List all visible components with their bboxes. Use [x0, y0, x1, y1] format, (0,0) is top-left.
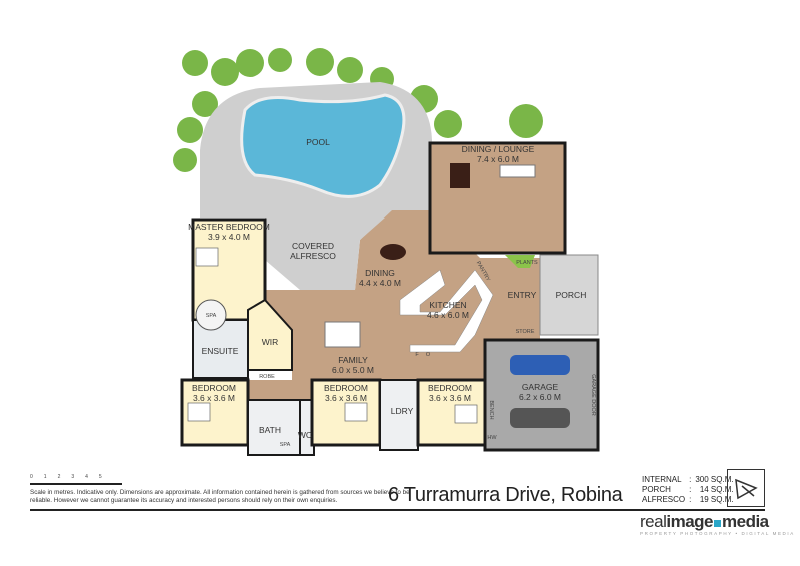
room-name: BATH	[259, 425, 281, 435]
pool	[240, 93, 406, 198]
room-name: KITCHEN	[429, 300, 466, 310]
room-dims: 3.6 x 3.6 M	[429, 393, 471, 403]
tree-icon	[173, 148, 197, 172]
plants	[505, 255, 535, 268]
scale-tick: 1	[43, 474, 47, 480]
room-name: DINING	[365, 268, 395, 278]
area-summary: INTERNAL:300 SQ.M. PORCH:14 SQ.M. ALFRES…	[642, 475, 734, 504]
car-icon	[510, 355, 570, 375]
ensuite	[192, 319, 249, 379]
disclaimer: Scale in metres. Indicative only. Dimens…	[30, 489, 410, 504]
room-name: PORCH	[556, 290, 587, 300]
area-value: 300 SQ.M.	[695, 475, 734, 484]
scale-bar: 0 1 2 3 4 5	[30, 474, 122, 485]
room-name: BEDROOM	[324, 383, 368, 393]
alfresco	[265, 218, 385, 290]
divider	[30, 509, 765, 511]
dining-table-icon	[380, 244, 406, 260]
pool-label: POOL	[306, 137, 330, 147]
area-label: ALFRESCO	[642, 495, 686, 504]
room-name: ENTRY	[508, 290, 537, 300]
brand-logo-icon	[727, 469, 765, 507]
bed-icon	[454, 404, 478, 424]
room-dims: 6.0 x 5.0 M	[332, 365, 374, 375]
sofa-icon	[499, 164, 536, 178]
room-name: COVERED	[292, 241, 334, 251]
room-dims: 4.4 x 4.0 M	[359, 278, 401, 288]
brand-part: media	[722, 512, 769, 531]
room-name: ALFRESCO	[290, 251, 336, 261]
room-dims: 6.2 x 6.0 M	[519, 392, 561, 402]
property-address: 6 Turramurra Drive, Robina	[388, 484, 623, 506]
room-dims: 3.9 x 4.0 M	[208, 232, 250, 242]
spa-icon	[195, 299, 227, 331]
tree-icon	[306, 48, 334, 76]
bed-icon	[195, 247, 219, 267]
bed-icon	[187, 402, 211, 422]
plants-label: PLANTS	[516, 260, 538, 266]
hot-water-label: HW	[487, 435, 497, 441]
room-dims: 4.6 x 6.0 M	[427, 310, 469, 320]
car-icon	[510, 408, 570, 428]
room-name: ENSUITE	[202, 346, 239, 356]
tree-icon	[211, 58, 239, 86]
brand-part: image	[666, 512, 713, 531]
brand-tagline: PROPERTY PHOTOGRAPHY • DIGITAL MEDIA	[640, 531, 795, 536]
sofa-icon	[324, 321, 361, 348]
scale-tick: 0	[30, 474, 33, 480]
spa-label: SPA	[206, 313, 217, 319]
scale-tick: 2	[57, 474, 61, 480]
tree-icon	[236, 49, 264, 77]
bath	[247, 399, 301, 456]
oven-label: O	[426, 352, 431, 358]
room-labels: DINING / LOUNGE 7.4 x 6.0 M MASTER BEDRO…	[188, 144, 596, 448]
dining-lounge-room	[428, 141, 567, 255]
laundry	[379, 379, 419, 451]
room-name: WIR	[262, 337, 279, 347]
room-dims: 3.6 x 3.6 M	[193, 393, 235, 403]
room-name: BEDROOM	[428, 383, 472, 393]
area-label: PORCH	[642, 485, 671, 494]
kitchen-bench	[399, 269, 494, 353]
robe-label: ROBE	[259, 374, 275, 380]
hallway	[248, 380, 312, 400]
spa-label: SPA	[280, 442, 291, 448]
room-name: WC	[298, 430, 312, 440]
room-dims: 3.6 x 3.6 M	[325, 393, 367, 403]
room-name: DINING / LOUNGE	[462, 144, 535, 154]
room-name: MASTER BEDROOM	[188, 222, 270, 232]
tree-icon	[434, 110, 462, 138]
room-name: BEDROOM	[192, 383, 236, 393]
room-dims: 7.4 x 6.0 M	[477, 154, 519, 164]
wir	[247, 298, 293, 371]
scale-tick: 5	[98, 474, 102, 480]
bed-icon	[344, 402, 368, 422]
scale-tick: 4	[85, 474, 88, 480]
porch	[539, 254, 599, 336]
fridge-label: F	[415, 352, 419, 358]
brand-dot-icon	[714, 520, 721, 527]
brand-part: real	[640, 512, 667, 531]
garage-door-label: GARAGE DOOR	[590, 374, 596, 416]
tree-icon	[182, 50, 208, 76]
brand-name: realimage media	[640, 512, 769, 532]
scale-tick: 3	[71, 474, 75, 480]
room-name: GARAGE	[522, 382, 559, 392]
room-name: LDRY	[391, 406, 414, 416]
tree-icon	[268, 48, 292, 72]
tree-icon	[192, 91, 218, 117]
area-label: INTERNAL	[642, 475, 682, 484]
tree-icon	[509, 104, 543, 138]
tree-icon	[337, 57, 363, 83]
area-value: 14 SQ.M.	[699, 485, 734, 494]
tree-icon	[177, 117, 203, 143]
area-value: 19 SQ.M.	[699, 495, 734, 504]
store-label: STORE	[516, 329, 535, 335]
dining-table-icon	[450, 163, 470, 188]
bench-label: BENCH	[488, 400, 494, 419]
room-name: FAMILY	[338, 355, 368, 365]
